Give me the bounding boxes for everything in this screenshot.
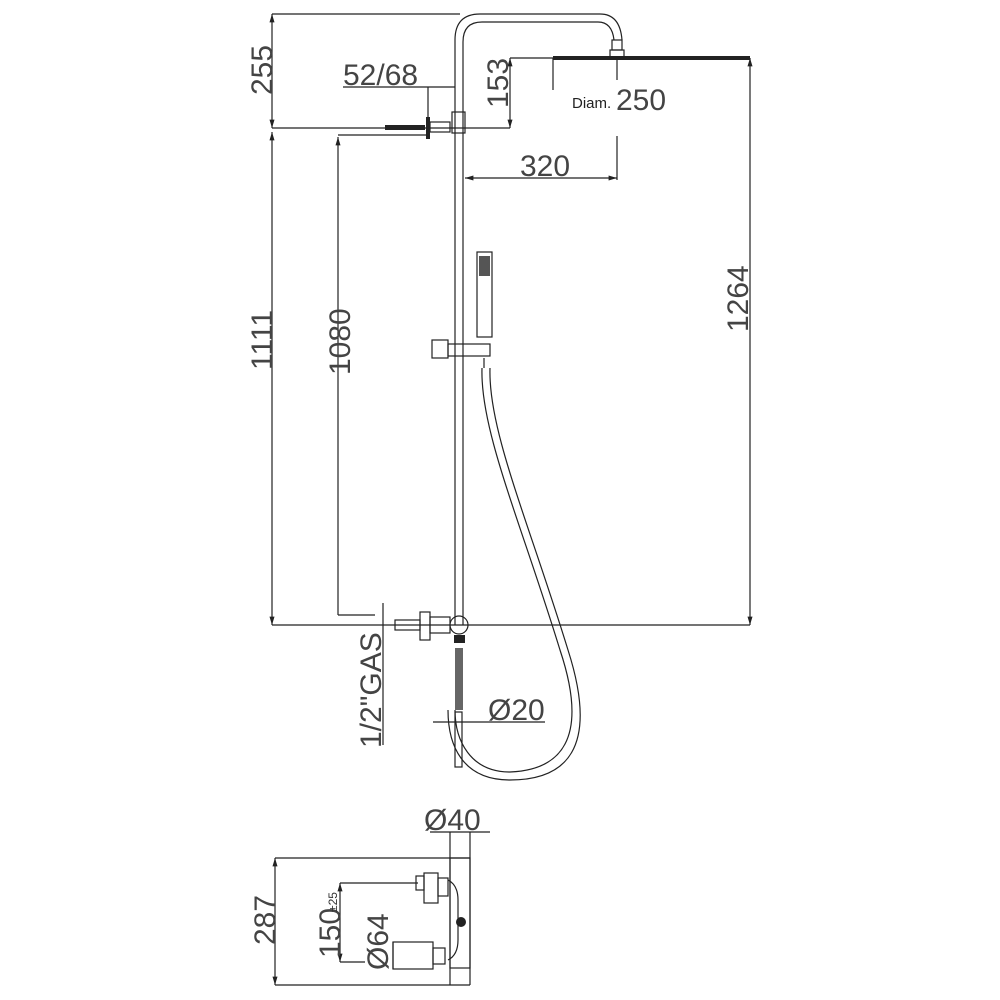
dim-52-68: 52/68: [343, 59, 418, 92]
dim-1111: 1111: [246, 310, 279, 370]
dim-mixer-diameter: Ø40: [424, 804, 481, 837]
dim-1080: 1080: [324, 308, 357, 375]
dim-handle-diameter: Ø64: [362, 913, 395, 970]
dimension-lines: [269, 13, 753, 745]
dim-153: 153: [482, 58, 515, 108]
dim-150-tolerance: ±25: [326, 892, 340, 912]
bottom-inlet: [394, 611, 469, 768]
head-diameter-value: 250: [616, 84, 666, 117]
hand-shower: [431, 251, 493, 368]
rain-shower-head: Diam. 250: [552, 56, 750, 180]
mixer-detail: [272, 831, 490, 986]
dim-320: 320: [520, 150, 570, 183]
shower-hose: [447, 367, 581, 781]
dim-150: 150: [314, 908, 347, 958]
diameter-label: Diam.: [572, 95, 611, 112]
dim-hose-diameter: Ø20: [488, 694, 545, 727]
dim-255: 255: [246, 45, 279, 95]
dim-287: 287: [249, 895, 282, 945]
dim-1264: 1264: [722, 265, 755, 332]
dim-inlet-thread: 1/2"GAS: [355, 632, 388, 748]
